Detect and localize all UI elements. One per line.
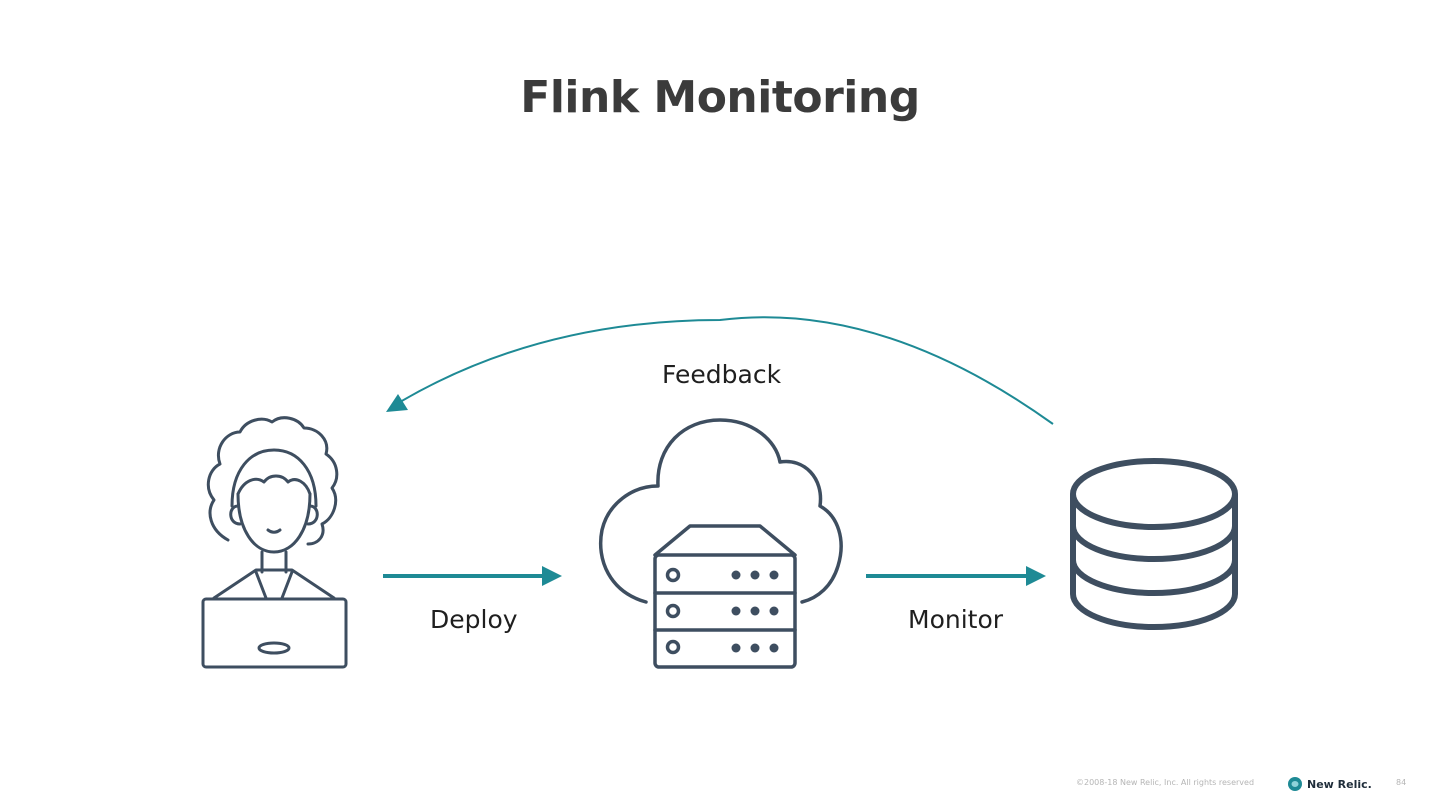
developer-with-laptop-icon	[201, 416, 348, 669]
new-relic-logo-icon	[1288, 777, 1302, 791]
brand-logo: New Relic.	[1287, 776, 1372, 792]
database-icon	[1070, 458, 1238, 631]
brand-name: New Relic.	[1307, 777, 1372, 791]
monitor-arrow	[866, 566, 1046, 586]
cloud-server-icon	[598, 418, 843, 669]
deploy-label: Deploy	[430, 605, 518, 634]
slide-title: Flink Monitoring	[520, 72, 920, 123]
copyright-text: ©2008-18 New Relic, Inc. All rights rese…	[1076, 778, 1255, 787]
deploy-arrow	[383, 566, 562, 586]
page-number: 84	[1396, 778, 1407, 787]
feedback-label: Feedback	[662, 360, 782, 389]
feedback-arrow	[386, 316, 1054, 425]
monitor-label: Monitor	[908, 605, 1004, 634]
